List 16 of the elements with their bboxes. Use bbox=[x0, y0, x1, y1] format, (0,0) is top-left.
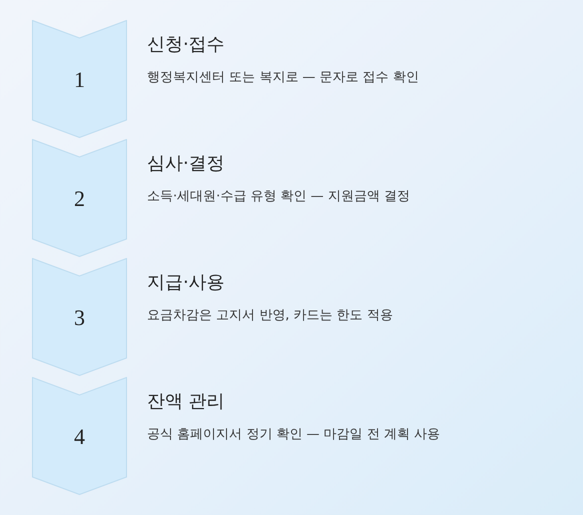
step-heading: 지급·사용 bbox=[147, 274, 225, 292]
step-description: 요금차감은 고지서 반영, 카드는 한도 적용 bbox=[147, 309, 393, 322]
step-heading: 심사·결정 bbox=[147, 155, 225, 173]
chevron-step bbox=[32, 258, 127, 376]
step-description: 행정복지센터 또는 복지로 — 문자로 접수 확인 bbox=[147, 71, 419, 84]
step-number: 3 bbox=[74, 307, 85, 329]
step-description: 공식 홈페이지서 정기 확인 — 마감일 전 계획 사용 bbox=[147, 428, 440, 441]
step-heading: 잔액 관리 bbox=[147, 393, 225, 411]
chevron-step bbox=[32, 20, 127, 138]
chevron-step bbox=[32, 139, 127, 257]
step-number: 2 bbox=[74, 188, 85, 210]
step-description: 소득·세대원·수급 유형 확인 — 지원금액 결정 bbox=[147, 190, 410, 203]
step-number: 1 bbox=[74, 69, 85, 91]
step-number: 4 bbox=[74, 426, 85, 448]
chevron-step bbox=[32, 377, 127, 495]
step-heading: 신청·접수 bbox=[147, 36, 225, 54]
